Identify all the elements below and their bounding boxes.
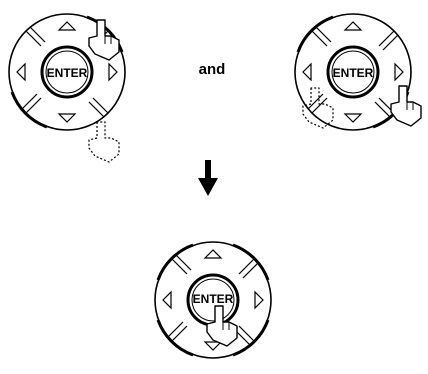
down-arrow-icon [198, 160, 218, 196]
pointing-hand-icon [390, 85, 422, 127]
pad-bottom: ENTER [153, 240, 273, 360]
pad-top-right: ENTER [293, 12, 422, 132]
pointing-hand-icon [88, 121, 120, 163]
left-triangle-icon [302, 62, 312, 82]
left-triangle-icon [16, 62, 26, 82]
down-triangle-icon [57, 113, 77, 123]
enter-label: ENTER [47, 66, 88, 80]
right-triangle-icon [394, 62, 404, 82]
connector-word: and [199, 61, 226, 78]
down-triangle-icon [203, 341, 223, 351]
right-triangle-icon [254, 290, 264, 310]
left-triangle-icon [162, 290, 172, 310]
pointing-hand-icon [88, 19, 120, 61]
up-triangle-icon [343, 21, 363, 31]
pointing-hand-icon [206, 305, 238, 347]
enter-label: ENTER [333, 66, 374, 80]
right-triangle-icon [108, 62, 118, 82]
up-triangle-icon [203, 249, 223, 259]
enter-label: ENTER [193, 292, 234, 306]
down-triangle-icon [343, 113, 363, 123]
up-triangle-icon [57, 21, 77, 31]
pad-top-left: ENTER [7, 12, 127, 163]
